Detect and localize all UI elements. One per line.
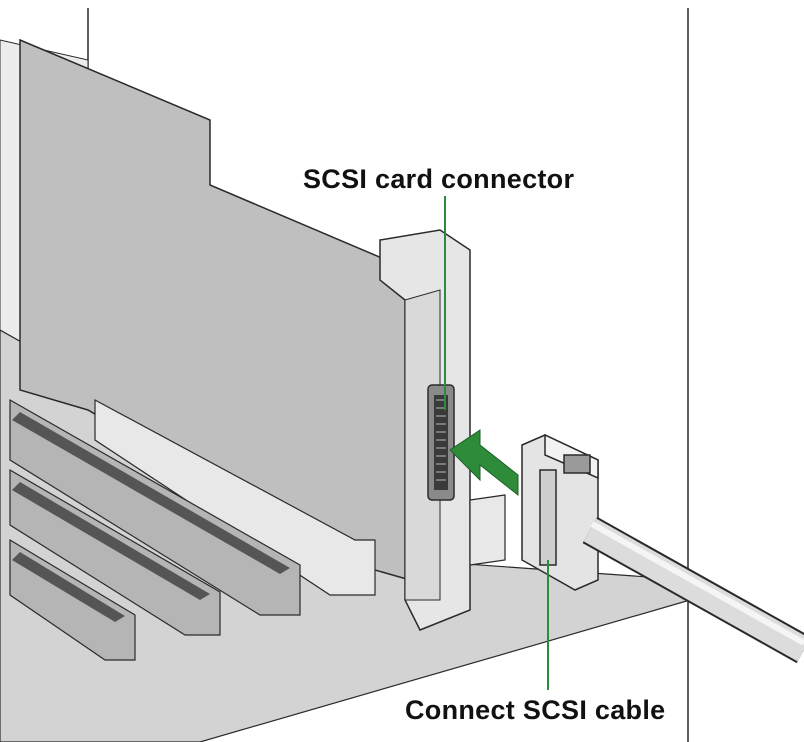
card-connector-label: SCSI card connector [303,164,575,194]
cable-label: Connect SCSI cable [405,695,666,725]
card-connector [427,384,455,501]
expansion-slots [9,398,376,661]
scsi-cable [582,516,804,664]
insert-arrow-icon [449,429,519,497]
scsi-cable-plug [521,433,599,591]
bracket-foot [469,494,506,566]
slot-1 [94,398,376,596]
